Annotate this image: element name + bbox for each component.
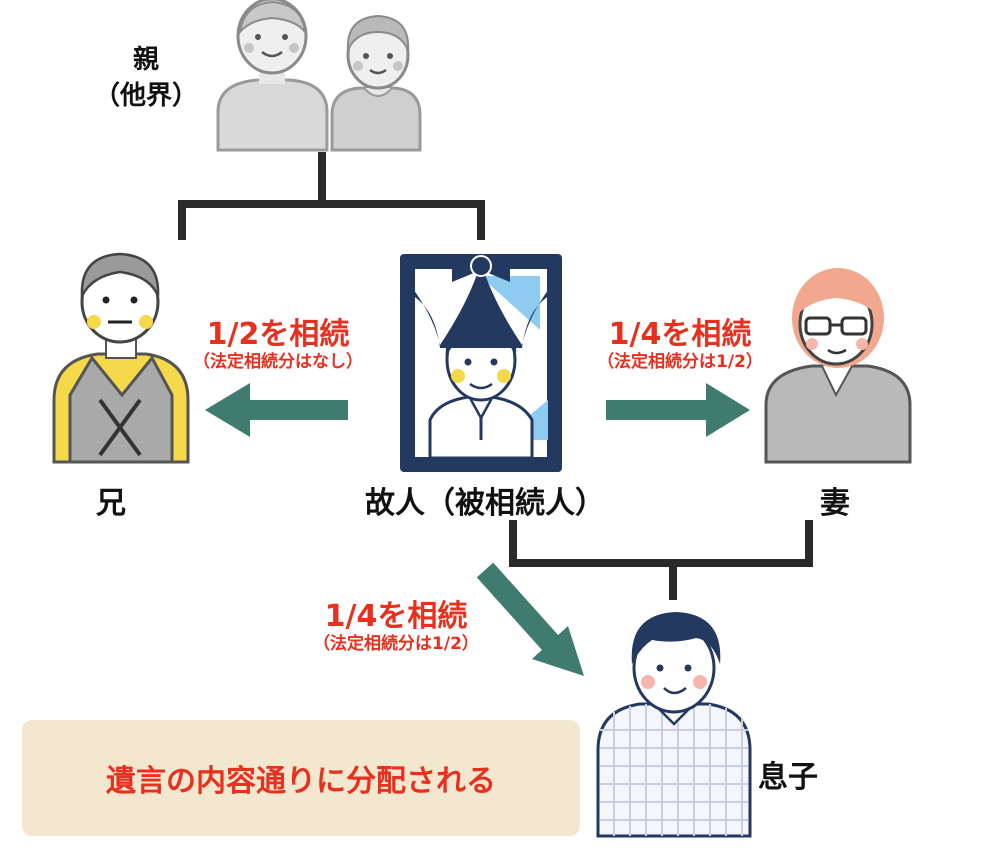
deceased-label: 故人（被相続人） xyxy=(365,486,605,521)
deceased-portrait-icon xyxy=(400,254,562,472)
parents-label-line1: 親 xyxy=(132,45,159,75)
arrow-to-brother xyxy=(205,383,348,437)
brother-share-label: 1/2を相続 （法定相続分はなし） xyxy=(168,317,388,373)
son-illustration xyxy=(596,612,752,838)
arrow-to-wife xyxy=(606,383,750,437)
brother-share-main: 1/2を相続 xyxy=(206,317,350,352)
brother-share-note: （法定相続分はなし） xyxy=(193,352,363,372)
will-note-box: 遺言の内容通りに分配される xyxy=(22,720,580,836)
will-note-text: 遺言の内容通りに分配される xyxy=(106,764,496,799)
son-share-label: 1/4を相続 （法定相続分は1/2） xyxy=(286,599,506,655)
brother-illustration xyxy=(52,252,190,464)
wife-share-label: 1/4を相続 （法定相続分は1/2） xyxy=(570,317,790,373)
son-share-note: （法定相続分は1/2） xyxy=(313,634,479,654)
father-illustration xyxy=(216,0,329,152)
wife-share-note: （法定相続分は1/2） xyxy=(597,352,763,372)
parents-children-bracket xyxy=(178,200,485,240)
wife-label: 妻 xyxy=(820,486,850,521)
parents-label-line2: （他界） xyxy=(93,81,198,111)
parents-label: 親 （他界） xyxy=(86,42,206,114)
arrow-to-son xyxy=(476,562,584,676)
mother-illustration xyxy=(330,14,422,152)
family-tree-lines xyxy=(178,152,813,600)
wife-illustration xyxy=(764,268,912,464)
son-share-main: 1/4を相続 xyxy=(324,599,468,634)
brother-label: 兄 xyxy=(96,486,126,521)
son-label: 息子 xyxy=(758,760,818,795)
couple-bracket xyxy=(509,520,813,567)
wife-share-main: 1/4を相続 xyxy=(608,317,752,352)
